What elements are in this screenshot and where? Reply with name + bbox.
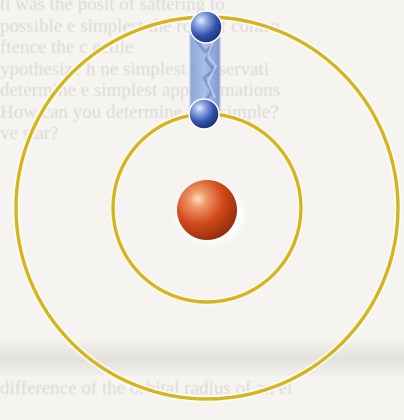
electron-outer-orbit bbox=[190, 11, 222, 43]
electron-inner-orbit bbox=[189, 99, 219, 129]
nucleus bbox=[177, 180, 237, 240]
